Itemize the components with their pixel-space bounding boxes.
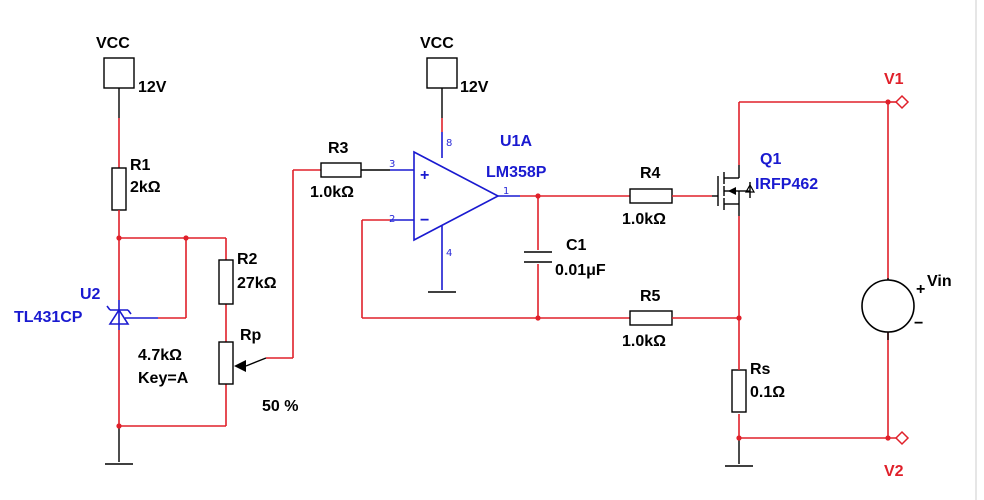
r3-value: 1.0kΩ: [310, 184, 354, 201]
r4-value: 1.0kΩ: [622, 211, 666, 228]
vcc-mid-voltage: 12V: [460, 79, 489, 96]
mosfet-q1[interactable]: Q1 IRFP462: [712, 151, 818, 216]
vcc-left[interactable]: VCC 12V: [96, 35, 167, 118]
port-v1[interactable]: V1: [884, 71, 910, 110]
vin-plus: +: [916, 281, 925, 298]
opamp-minus: −: [420, 212, 429, 229]
power-wires: [725, 99, 896, 467]
r4-ref: R4: [640, 165, 661, 182]
left-network-wires: [105, 235, 227, 465]
zener-u2[interactable]: U2 TL431CP: [14, 286, 158, 330]
r2-value: 27kΩ: [237, 275, 277, 292]
r2-ref: R2: [237, 251, 258, 268]
r1-value: 2kΩ: [130, 179, 161, 196]
port-v2[interactable]: V2: [884, 430, 910, 480]
vin-label: Vin: [927, 273, 952, 290]
resistor-rs[interactable]: Rs 0.1Ω: [731, 360, 785, 413]
c1-ref: C1: [566, 237, 587, 254]
pin-1: 1: [503, 186, 509, 197]
pin-8: 8: [446, 138, 452, 149]
u1-ref: U1A: [500, 133, 532, 150]
potentiometer-rp[interactable]: Rp 4.7kΩ Key=A 50 %: [138, 327, 298, 415]
r3-ref: R3: [328, 140, 349, 157]
c1-value: 0.01μF: [555, 262, 606, 279]
r1-ref: R1: [130, 157, 151, 174]
port-v2-label: V2: [884, 463, 904, 480]
wiper-wire: [266, 169, 321, 359]
capacitor-c1[interactable]: C1 0.01μF: [524, 237, 606, 279]
rp-setting: 50 %: [262, 398, 298, 415]
vcc-mid-label: VCC: [420, 35, 454, 52]
rs-value: 0.1Ω: [750, 384, 785, 401]
resistor-r2[interactable]: R2 27kΩ: [218, 251, 277, 305]
opamp-u1a[interactable]: + − 3 2 1 8 4 U1A LM358P: [389, 133, 547, 293]
r5-value: 1.0kΩ: [622, 333, 666, 350]
port-v1-label: V1: [884, 71, 904, 88]
resistor-r4[interactable]: R4 1.0kΩ: [622, 165, 712, 228]
u2-part: TL431CP: [14, 309, 83, 326]
r5-ref: R5: [640, 288, 661, 305]
rp-ref: Rp: [240, 327, 262, 344]
vcc-left-voltage: 12V: [138, 79, 167, 96]
resistor-r1[interactable]: R1 2kΩ: [111, 118, 161, 238]
rs-ref: Rs: [750, 361, 771, 378]
resistor-r3[interactable]: R3 1.0kΩ: [310, 140, 414, 201]
pin-3: 3: [389, 159, 395, 170]
vcc-left-label: VCC: [96, 35, 130, 52]
opamp-plus: +: [420, 167, 429, 184]
voltage-source-vin[interactable]: + − Vin: [861, 273, 952, 340]
rp-key: Key=A: [138, 370, 189, 387]
resistor-r5[interactable]: R5 1.0kΩ: [622, 288, 739, 350]
pin-4: 4: [446, 248, 452, 259]
output-wires: [361, 193, 630, 321]
pin-2: 2: [389, 214, 395, 225]
vcc-mid[interactable]: VCC 12V: [420, 35, 489, 158]
q1-ref: Q1: [760, 151, 781, 168]
u2-ref: U2: [80, 286, 101, 303]
vin-minus: −: [914, 315, 923, 332]
rp-value: 4.7kΩ: [138, 347, 182, 364]
u1-part: LM358P: [486, 164, 547, 181]
q1-part: IRFP462: [755, 176, 818, 193]
